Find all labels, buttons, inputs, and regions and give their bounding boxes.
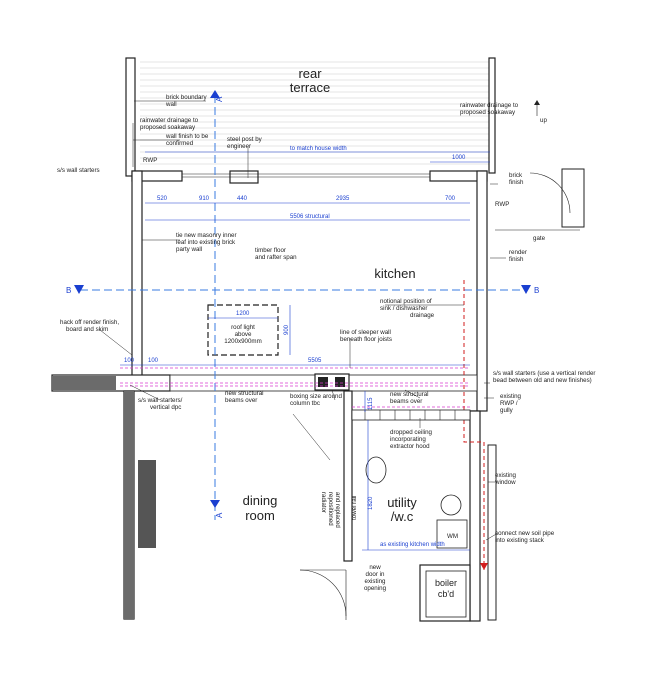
note-rwp-left: RWP	[143, 157, 157, 164]
dim-100b: 100	[148, 358, 159, 364]
section-b-left: B	[66, 286, 71, 295]
terrace-paving	[140, 61, 490, 165]
drainage-route	[463, 280, 485, 570]
dim-5506: 5506 structural	[290, 214, 330, 220]
utility-label-2: /w.c	[391, 509, 414, 524]
dim-900: 900	[284, 324, 290, 335]
note-hack-off: hack off render finish,board and skim	[60, 319, 119, 333]
boundary-wall-right	[488, 57, 496, 174]
dim-520: 520	[157, 196, 168, 202]
dim-910: 910	[199, 196, 210, 202]
door-swing	[299, 569, 347, 617]
section-b-right: B	[534, 286, 539, 295]
radiator-block	[138, 460, 156, 548]
note-wm: WM	[447, 533, 458, 540]
dim-440: 440	[237, 196, 248, 202]
rear-terrace-label-2: terrace	[290, 80, 330, 95]
toilet	[365, 456, 387, 484]
party-wall-lower-hatch	[124, 391, 134, 619]
dim-1200: 1200	[236, 311, 250, 317]
structural-beams	[120, 367, 470, 408]
note-radiator: radiatorrepositionedand replaced	[320, 492, 341, 528]
note-towel-rail: towel rail	[351, 496, 358, 520]
boiler-label: boiler	[435, 578, 457, 588]
section-marker-a-bottom	[210, 500, 220, 508]
washing-machine	[440, 494, 462, 516]
note-ss-vertical-dpc: s/s wall starters/vertical dpc	[138, 397, 183, 411]
dim-100a: 100	[124, 358, 135, 364]
boundary-wall-left	[125, 57, 136, 177]
gate-swing	[529, 172, 571, 214]
dim-5505: 5505	[308, 358, 322, 364]
section-marker-a-top	[210, 90, 220, 98]
dim-1115: 1115	[368, 397, 374, 410]
ext-wall-right	[487, 444, 497, 621]
dropped-ceiling	[351, 409, 471, 421]
kitchen-label: kitchen	[374, 266, 415, 281]
note-gate: gate	[533, 235, 546, 242]
note-as-existing-kitchen-width: as existing kitchen width	[380, 542, 445, 548]
existing-wall-left-hatch	[52, 376, 116, 390]
note-ss-wall-starters-right: s/s wall starters (use a vertical render…	[493, 370, 595, 384]
dim-2935: 2935	[336, 196, 350, 202]
note-to-match: to match house width	[290, 146, 347, 152]
dining-room-label-2: room	[245, 508, 275, 523]
dim-700: 700	[445, 196, 456, 202]
note-ss-wall-starters-top: s/s wall starters	[57, 167, 100, 174]
roof-light	[207, 304, 279, 356]
boiler-label-2: cb'd	[438, 589, 454, 599]
dim-1820: 1820	[368, 496, 374, 510]
neighbour-wall	[561, 168, 585, 228]
dimension-lines	[120, 151, 490, 551]
leader-lines	[99, 100, 506, 541]
section-marker-b-left	[74, 285, 84, 294]
utility-label: utility	[387, 495, 417, 510]
rear-terrace-label: rear	[298, 66, 322, 81]
note-up: up	[540, 117, 547, 124]
section-a-top: A	[215, 96, 224, 102]
note-rwp-right: RWP	[495, 201, 509, 208]
dining-room-label: dining	[243, 493, 278, 508]
dim-1000: 1000	[452, 155, 466, 161]
section-marker-b-right	[521, 285, 531, 294]
section-a-bottom: A	[215, 512, 224, 518]
